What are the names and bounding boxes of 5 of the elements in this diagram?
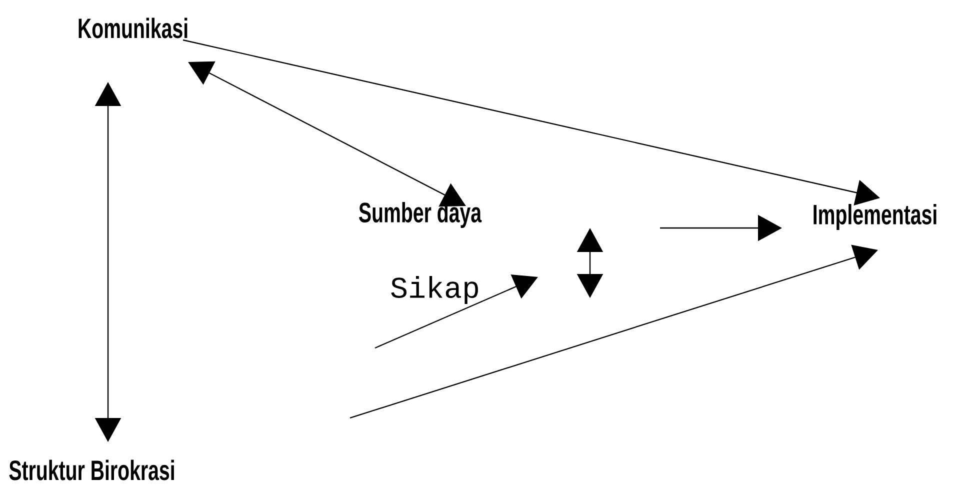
label-text: Sumber daya bbox=[359, 202, 482, 228]
label-text: Implementasi bbox=[814, 204, 936, 230]
label-text: Struktur Birokrasi bbox=[9, 460, 174, 480]
label-text: Komunikasi bbox=[78, 18, 188, 38]
label-text: Sikap bbox=[391, 276, 478, 304]
